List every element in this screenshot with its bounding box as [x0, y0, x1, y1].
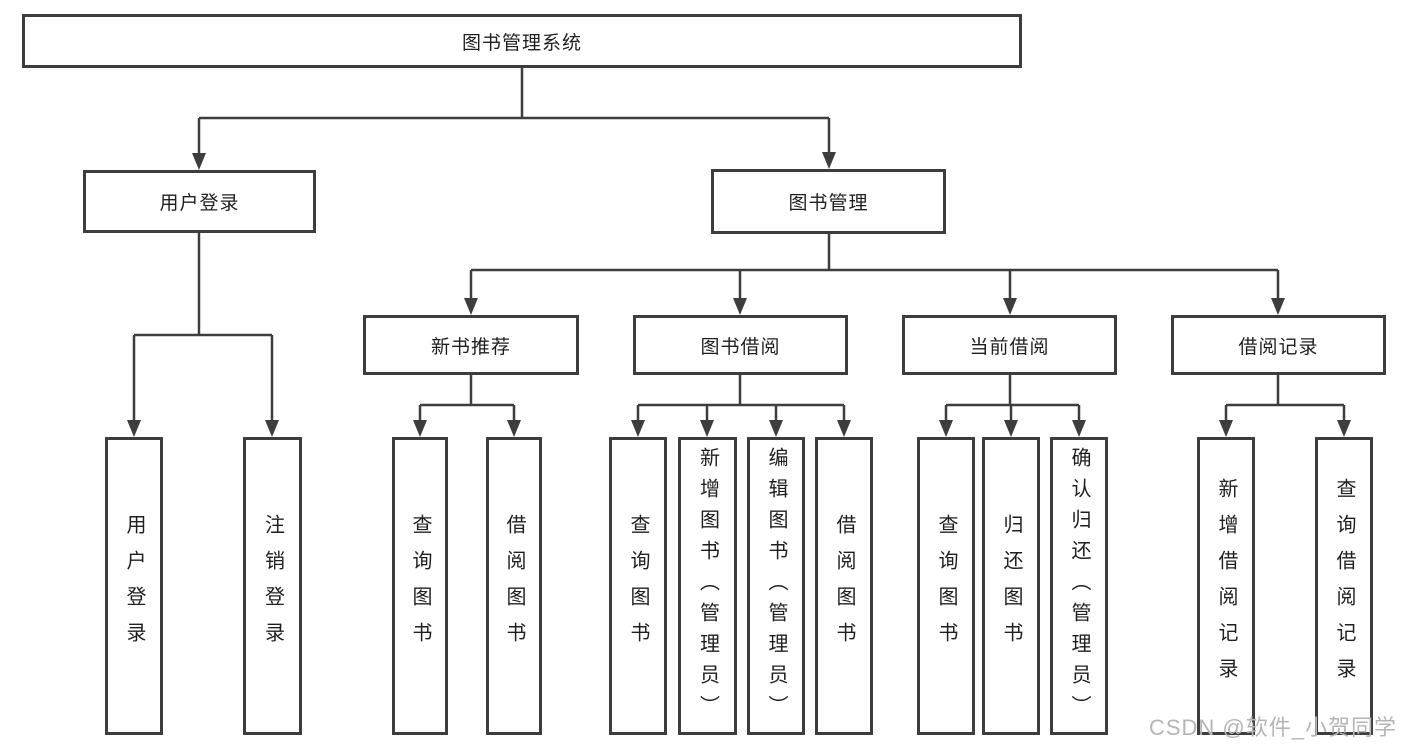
leaf-label: 归还图书 — [1000, 514, 1022, 658]
node-new-book-recommend: 新书推荐 — [363, 315, 579, 375]
node-book-management: 图书管理 — [711, 169, 946, 234]
leaf-label: 确认归还（管理员） — [1068, 446, 1090, 726]
node-label: 借阅记录 — [1238, 336, 1319, 358]
node-label: 图书借阅 — [700, 336, 781, 358]
leaf-add-book-admin: 新增图书（管理员） — [678, 437, 737, 735]
leaf-edit-book-admin: 编辑图书（管理员） — [747, 437, 805, 735]
node-label: 当前借阅 — [969, 336, 1050, 358]
leaf-add-borrow-record: 新增借阅记录 — [1197, 437, 1255, 735]
leaf-label: 编辑图书（管理员） — [765, 446, 787, 726]
leaf-label: 用户登录 — [123, 514, 145, 658]
node-library-management-system: 图书管理系统 — [22, 14, 1022, 68]
node-user-login: 用户登录 — [83, 170, 316, 233]
leaf-label: 注销登录 — [261, 514, 284, 658]
leaf-borrow-books: 借阅图书 — [815, 437, 873, 735]
leaf-confirm-return-admin: 确认归还（管理员） — [1050, 437, 1108, 735]
leaf-label: 借阅图书 — [503, 514, 525, 658]
node-label: 图书管理系统 — [461, 32, 582, 54]
node-borrowing-records: 借阅记录 — [1171, 315, 1386, 375]
leaf-query-books-borrowing: 查询图书 — [609, 437, 667, 735]
node-label: 用户登录 — [159, 193, 240, 214]
node-current-borrowing: 当前借阅 — [902, 315, 1117, 375]
leaf-label: 查询图书 — [627, 514, 649, 658]
node-label: 图书管理 — [788, 193, 869, 214]
leaf-query-borrow-record: 查询借阅记录 — [1315, 437, 1373, 735]
leaf-return-book: 归还图书 — [982, 437, 1040, 735]
leaf-query-books-current: 查询图书 — [917, 437, 975, 735]
leaf-label: 新增借阅记录 — [1215, 478, 1237, 694]
node-label: 新书推荐 — [430, 336, 511, 358]
node-book-borrowing: 图书借阅 — [633, 315, 848, 375]
leaf-label: 借阅图书 — [833, 514, 855, 658]
leaf-label: 新增图书（管理员） — [696, 446, 719, 726]
leaf-label: 查询图书 — [935, 514, 957, 658]
leaf-logout: 注销登录 — [243, 437, 302, 735]
leaf-label: 查询图书 — [409, 514, 431, 658]
arrowheads — [127, 152, 1351, 437]
leaf-borrow-books-recommend: 借阅图书 — [486, 437, 542, 735]
leaf-query-books-recommend: 查询图书 — [392, 437, 448, 735]
connector-rails — [132, 68, 1346, 424]
csdn-watermark: CSDN @软件_小贺同学 — [1148, 715, 1397, 740]
leaf-label: 查询借阅记录 — [1333, 478, 1355, 694]
leaf-user-login: 用户登录 — [105, 437, 163, 735]
